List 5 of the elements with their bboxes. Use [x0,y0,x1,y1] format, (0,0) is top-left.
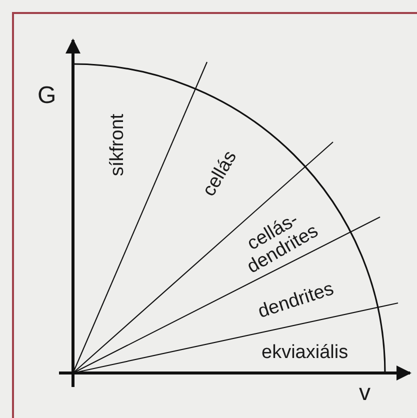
region-label: ekviaxiális [262,343,348,363]
region-label: dendrites [256,279,336,323]
axis-label: G [38,82,56,108]
axis-label: v [359,380,370,404]
region-label: síkfront [108,114,128,176]
